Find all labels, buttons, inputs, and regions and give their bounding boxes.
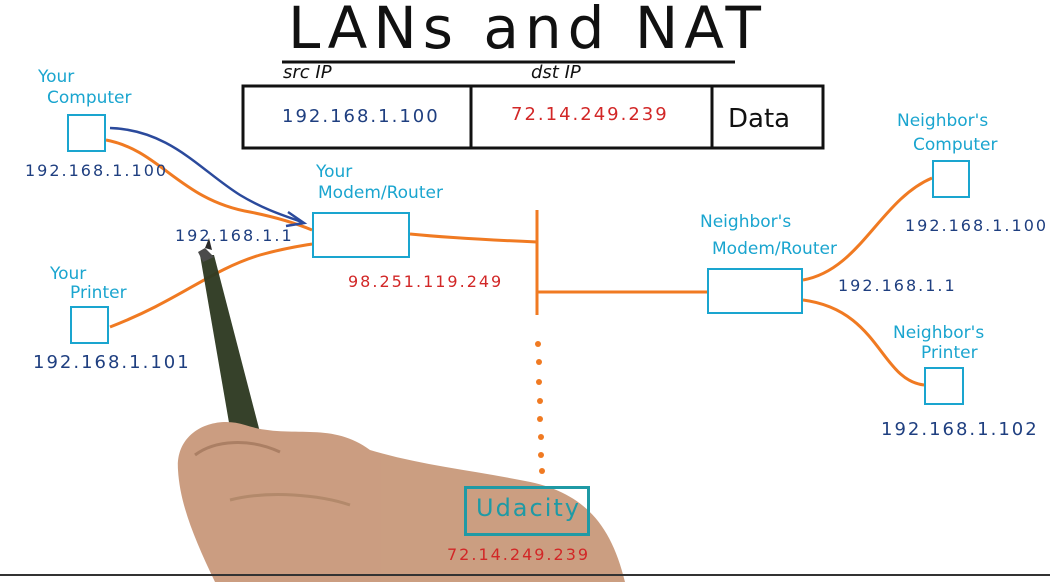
neighbor-router-label-1: Neighbor's	[700, 212, 792, 232]
neighbor-computer-label-2: Computer	[913, 135, 998, 155]
your-computer-ip: 192.168.1.100	[25, 161, 169, 180]
udacity-server-label: Udacity	[476, 494, 581, 522]
packet-outline	[241, 84, 825, 150]
wire-printer-router	[109, 242, 313, 329]
bottom-border	[0, 574, 1050, 576]
dst-ip-header: dst IP	[531, 62, 581, 83]
your-router-label-1: Your	[316, 162, 353, 182]
wire-neighbor-router-computer	[802, 176, 933, 282]
your-printer-label-2: Printer	[70, 283, 127, 303]
neighbor-computer-box	[932, 160, 970, 198]
your-printer-box	[70, 306, 109, 344]
neighbor-printer-label-1: Neighbor's	[893, 323, 985, 343]
packet-src-ip: 192.168.1.100	[282, 106, 440, 127]
neighbor-printer-box	[924, 367, 964, 405]
packet-path-arrowhead	[285, 210, 308, 228]
page-title: LANs and NAT	[288, 0, 767, 62]
your-computer-label-2: Computer	[47, 88, 132, 108]
src-ip-header: src IP	[283, 62, 332, 83]
your-router-public-ip: 98.251.119.249	[348, 272, 504, 291]
your-printer-ip: 192.168.1.101	[33, 352, 191, 373]
neighbor-router-label-2: Modem/Router	[712, 239, 837, 259]
packet-dst-ip: 72.14.249.239	[511, 104, 669, 125]
your-printer-label-1: Your	[50, 264, 87, 284]
presenter-hand	[177, 238, 625, 582]
your-computer-label-1: Your	[38, 67, 75, 87]
neighbor-router-lan-ip: 192.168.1.1	[838, 276, 957, 295]
neighbor-router-box	[707, 268, 803, 314]
wire-neighbor-router-printer	[802, 298, 925, 387]
neighbor-printer-ip: 192.168.1.102	[881, 419, 1039, 440]
your-router-label-2: Modem/Router	[318, 183, 443, 203]
your-computer-box	[67, 114, 106, 152]
your-router-box	[312, 212, 410, 258]
udacity-server-box	[464, 486, 590, 536]
wire-router-bus	[409, 232, 538, 244]
packet-path-arrow	[109, 126, 303, 224]
neighbor-computer-label-1: Neighbor's	[897, 111, 989, 131]
wire-computer-router	[105, 138, 313, 232]
your-router-lan-ip: 192.168.1.1	[175, 226, 294, 245]
neighbor-printer-label-2: Printer	[921, 343, 978, 363]
neighbor-computer-ip: 192.168.1.100	[905, 216, 1049, 235]
internet-dotted-link	[535, 341, 545, 474]
udacity-server-ip: 72.14.249.239	[447, 545, 591, 564]
packet-data-label: Data	[728, 104, 791, 134]
